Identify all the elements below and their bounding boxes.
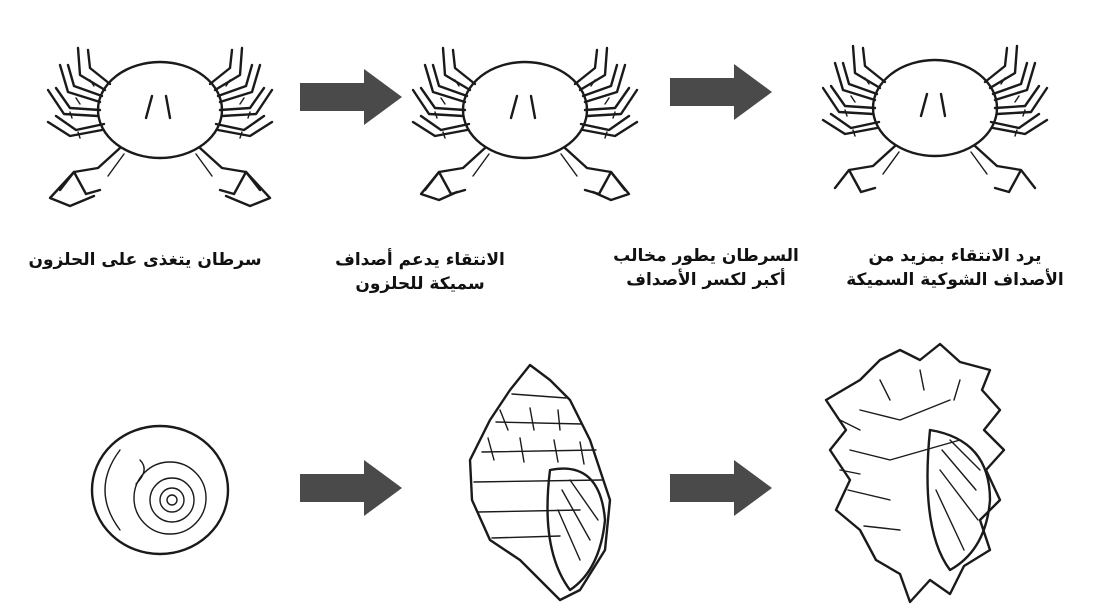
snail-shell-thick-ridged: [470, 365, 610, 600]
arrow-right-bottom-left: [300, 460, 402, 516]
crab-drawing-large-claws: [48, 48, 272, 206]
snail-shell-thin-round: [92, 426, 228, 554]
caption-crab-feeds-on-snail: سرطان يتغذى على الحلزون: [25, 248, 265, 272]
arrow-right-top-right: [670, 64, 772, 120]
caption-crab-bigger-claws-line1: السرطان يطور مخالب: [606, 244, 806, 268]
caption-selection-more-spiny: يرد الانتقاء بمزيد من الأصداف الشوكية ال…: [835, 244, 1075, 292]
snail-shell-thick-spiny: [826, 344, 1004, 602]
crab-drawing-small-claws: [823, 46, 1047, 192]
caption-crab-bigger-claws: السرطان يطور مخالب أكبر لكسر الأصداف: [606, 244, 806, 292]
caption-selection-more-spiny-line2: الأصداف الشوكية السميكة: [835, 268, 1075, 292]
caption-selection-thick-shells-line1: الانتقاء يدعم أصداف: [320, 248, 520, 272]
caption-crab-feeds-text: سرطان يتغذى على الحلزون: [28, 250, 261, 270]
arrow-right-bottom-right: [670, 460, 772, 516]
caption-selection-more-spiny-line1: يرد الانتقاء بمزيد من: [835, 244, 1075, 268]
caption-selection-thick-shells-line2: سميكة للحلزون: [320, 272, 520, 296]
caption-crab-bigger-claws-line2: أكبر لكسر الأصداف: [606, 268, 806, 292]
crab-drawing-medium-claws: [413, 48, 637, 200]
arrow-right-top-left: [300, 69, 402, 125]
caption-selection-thick-shells: الانتقاء يدعم أصداف سميكة للحلزون: [320, 248, 520, 296]
